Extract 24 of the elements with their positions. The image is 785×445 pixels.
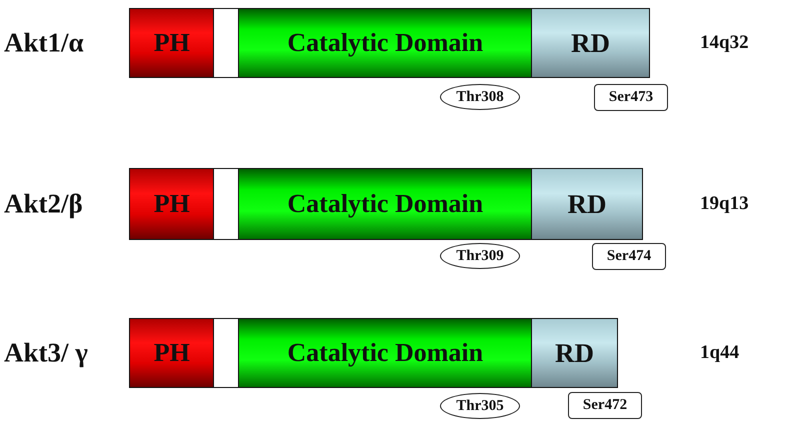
domain-box: Catalytic Domain (238, 168, 532, 240)
linker-box (213, 168, 240, 240)
domain-box: PH (129, 318, 214, 388)
linker-box (213, 318, 240, 388)
phosphorylation-site: Thr305 (440, 393, 520, 419)
chromosome-locus: 1q44 (700, 342, 740, 364)
domain-box: RD (531, 318, 618, 388)
isoform-label: Akt2/β (4, 188, 83, 220)
phosphorylation-site: Ser472 (568, 392, 642, 419)
domain-box: PH (129, 168, 214, 240)
domain-box: Catalytic Domain (238, 8, 532, 78)
phosphorylation-site: Thr309 (440, 243, 520, 269)
phosphorylation-site: Thr308 (440, 84, 520, 110)
domain-box: RD (531, 168, 643, 240)
phosphorylation-site: Ser473 (594, 84, 668, 111)
chromosome-locus: 14q32 (700, 32, 749, 54)
domain-box: Catalytic Domain (238, 318, 532, 388)
domain-box: PH (129, 8, 214, 78)
chromosome-locus: 19q13 (700, 193, 749, 215)
phosphorylation-site: Ser474 (592, 243, 666, 270)
isoform-label: Akt1/α (4, 28, 84, 58)
isoform-label: Akt3/ γ (4, 338, 88, 368)
linker-box (213, 8, 240, 78)
domain-box: RD (531, 8, 650, 78)
